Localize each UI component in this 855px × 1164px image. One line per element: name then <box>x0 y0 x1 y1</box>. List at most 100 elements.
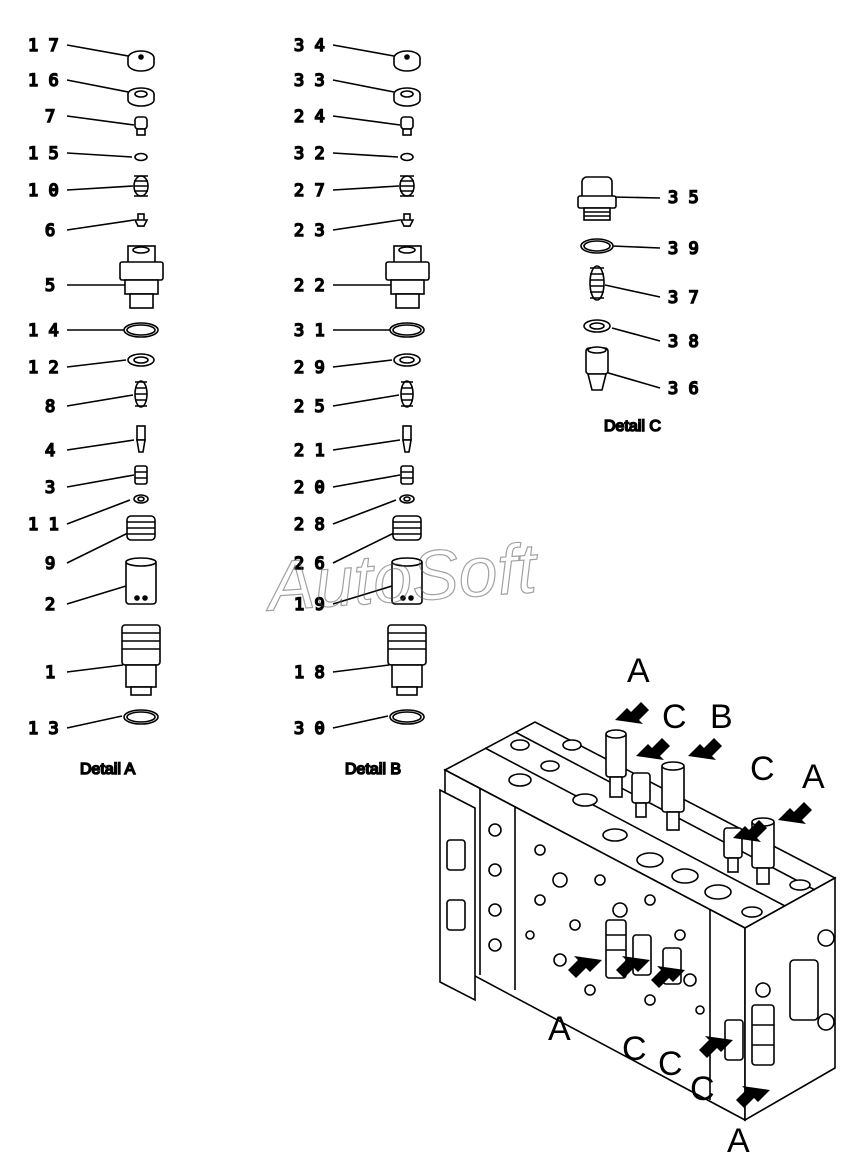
label-20: 2 0 <box>294 478 325 498</box>
label-27: 2 7 <box>294 181 325 201</box>
side-relief-valve-5 <box>751 1004 775 1066</box>
part-35-plug <box>577 176 617 221</box>
label-30: 3 0 <box>294 719 325 739</box>
label-3: 3 <box>45 478 55 498</box>
part-15-oring <box>134 152 148 162</box>
part-17-cap <box>127 50 155 72</box>
part-33-nut <box>393 87 421 107</box>
arrow-icon <box>736 1086 770 1108</box>
label-1: 1 <box>45 663 55 683</box>
part-2-piston <box>125 557 157 605</box>
label-39: 3 9 <box>668 239 699 259</box>
view-label-c: C <box>658 1045 683 1083</box>
part-10-spring <box>133 175 149 197</box>
part-8-spring <box>134 380 148 408</box>
part-11-ring <box>133 494 149 504</box>
part-25-spring <box>400 380 414 408</box>
arrow-icon <box>568 956 602 978</box>
arrow-icon <box>733 820 767 842</box>
part-21-stem <box>402 425 412 453</box>
part-9-spring <box>126 515 156 541</box>
detail-c-caption: Detail C <box>604 418 661 435</box>
part-12-washer <box>127 353 155 367</box>
detail-b-caption: Detail B <box>345 761 401 778</box>
view-label-b: B <box>710 698 733 736</box>
part-29-washer <box>393 353 421 367</box>
label-28: 2 8 <box>294 515 325 535</box>
detail-a: 1 7 1 6 7 1 5 1 0 6 5 1 4 1 2 8 4 3 1 1 … <box>27 35 164 779</box>
part-31-oring <box>389 322 425 338</box>
part-7-plug <box>134 116 148 136</box>
label-16: 1 6 <box>28 71 59 91</box>
side-relief-valve-1 <box>605 919 627 979</box>
label-8: 8 <box>45 397 55 417</box>
label-11: 1 1 <box>28 515 59 535</box>
label-26: 2 6 <box>294 554 325 574</box>
watermark: AutoSoft <box>261 529 541 626</box>
label-10: 1 0 <box>28 181 59 201</box>
part-24-plug <box>400 116 414 136</box>
part-36-poppet <box>585 346 609 391</box>
label-34: 3 4 <box>294 36 325 56</box>
label-25: 2 5 <box>294 397 325 417</box>
top-ports <box>508 739 811 918</box>
arrow-icon <box>688 738 722 760</box>
detail-b: 3 4 3 3 2 4 3 2 2 7 2 3 2 2 3 1 2 9 2 5 … <box>293 35 430 779</box>
part-20-sleeve <box>400 465 414 485</box>
view-label-a: A <box>802 758 825 796</box>
top-relief-valve-1 <box>605 729 627 798</box>
label-35: 3 5 <box>668 188 699 208</box>
view-label-c: C <box>662 698 687 736</box>
label-22: 2 2 <box>294 276 325 296</box>
label-33: 3 3 <box>294 71 325 91</box>
label-38: 3 8 <box>668 332 699 352</box>
label-31: 3 1 <box>294 321 325 341</box>
view-label-a: A <box>627 652 650 690</box>
label-9: 9 <box>45 554 55 574</box>
part-19-piston <box>391 557 423 605</box>
control-valve-assembly <box>439 721 837 1122</box>
part-5-valve-body <box>119 245 164 309</box>
label-32: 3 2 <box>294 144 325 164</box>
part-3-sleeve <box>134 465 148 485</box>
part-38-washer <box>583 319 611 333</box>
arrow-icon <box>616 956 650 978</box>
part-1-housing <box>121 624 161 696</box>
detail-b-leaders <box>332 44 401 729</box>
view-arrows <box>568 702 812 1108</box>
view-label-c: C <box>750 750 775 788</box>
label-24: 2 4 <box>294 107 325 127</box>
label-2: 2 <box>45 595 55 615</box>
part-16-nut <box>127 87 155 107</box>
label-23: 2 3 <box>294 221 325 241</box>
part-6-poppet <box>133 213 149 227</box>
label-15: 1 5 <box>28 144 59 164</box>
part-22-valve-body <box>385 245 430 309</box>
part-4-stem <box>136 425 146 453</box>
part-32-oring <box>400 152 414 162</box>
top-relief-valve-2 <box>631 772 651 818</box>
view-labels: A C B C A A C C C A <box>548 652 825 1160</box>
view-label-a: A <box>727 1122 750 1160</box>
label-14: 1 4 <box>28 321 59 341</box>
label-7: 7 <box>45 107 55 127</box>
part-23-poppet <box>399 213 415 227</box>
label-4: 4 <box>45 441 55 461</box>
label-36: 3 6 <box>668 379 699 399</box>
part-39-oring <box>580 238 614 254</box>
part-14-oring <box>123 322 159 338</box>
detail-c-leaders <box>604 196 661 389</box>
left-end-plate <box>439 788 476 1002</box>
view-label-a: A <box>548 1010 571 1048</box>
part-26-spring <box>392 515 422 541</box>
label-12: 1 2 <box>28 358 59 378</box>
arrow-icon <box>699 1036 733 1058</box>
label-5: 5 <box>45 276 55 296</box>
part-34-cap <box>393 50 421 72</box>
detail-a-leaders <box>66 44 135 729</box>
detail-a-caption: Detail A <box>80 761 135 778</box>
part-30-oring <box>389 709 425 725</box>
arrow-icon <box>778 802 812 824</box>
label-17: 1 7 <box>28 36 59 56</box>
